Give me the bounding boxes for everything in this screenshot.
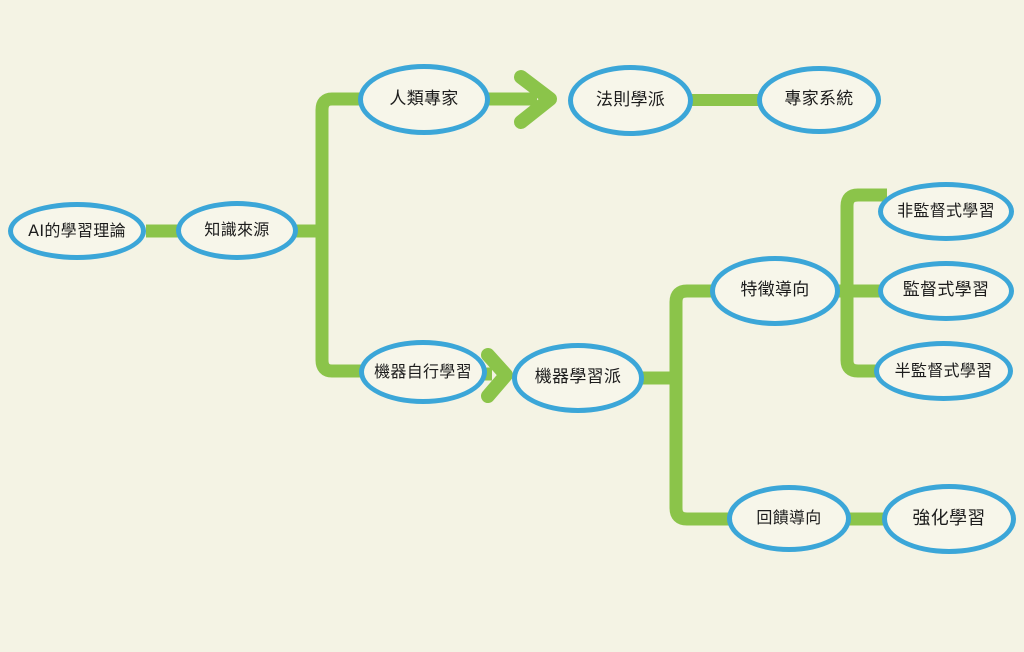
- node-feature[interactable]: 特徵導向: [710, 256, 840, 326]
- node-label: AI的學習理論: [28, 220, 126, 240]
- connector-selflearn-mlschool-head: [481, 348, 513, 403]
- node-feedback[interactable]: 回饋導向: [727, 485, 851, 552]
- node-label: 監督式學習: [902, 280, 990, 301]
- node-label: 非監督式學習: [897, 201, 995, 221]
- node-label: 法則學派: [595, 89, 666, 110]
- node-rule[interactable]: 法則學派: [568, 65, 693, 136]
- node-expert[interactable]: 專家系統: [757, 66, 881, 134]
- node-source[interactable]: 知識來源: [176, 201, 298, 260]
- node-label: 半監督式學習: [894, 360, 993, 380]
- connector-feature-bracket: [840, 188, 887, 378]
- node-root[interactable]: AI的學習理論: [8, 202, 146, 260]
- node-reinforce[interactable]: 強化學習: [882, 484, 1016, 554]
- node-unsupervised[interactable]: 非監督式學習: [878, 182, 1014, 241]
- node-mlschool[interactable]: 機器學習派: [512, 343, 644, 413]
- node-label: 機器自行學習: [374, 361, 472, 381]
- node-human[interactable]: 人類專家: [358, 64, 490, 135]
- node-label: 知識來源: [204, 220, 270, 240]
- node-label: 強化學習: [912, 507, 986, 529]
- connector-source-bracket: [315, 92, 372, 378]
- connector-human-rule-head: [514, 70, 557, 129]
- node-label: 機器學習派: [534, 367, 622, 388]
- node-semisuper[interactable]: 半監督式學習: [874, 341, 1013, 401]
- node-supervised[interactable]: 監督式學習: [878, 261, 1014, 321]
- node-label: 人類專家: [389, 88, 459, 109]
- node-selflearn[interactable]: 機器自行學習: [359, 340, 487, 404]
- node-label: 專家系統: [784, 89, 854, 110]
- node-label: 特徵導向: [740, 280, 810, 301]
- connector-ml-bracket: [669, 284, 733, 526]
- node-label: 回饋導向: [756, 508, 822, 528]
